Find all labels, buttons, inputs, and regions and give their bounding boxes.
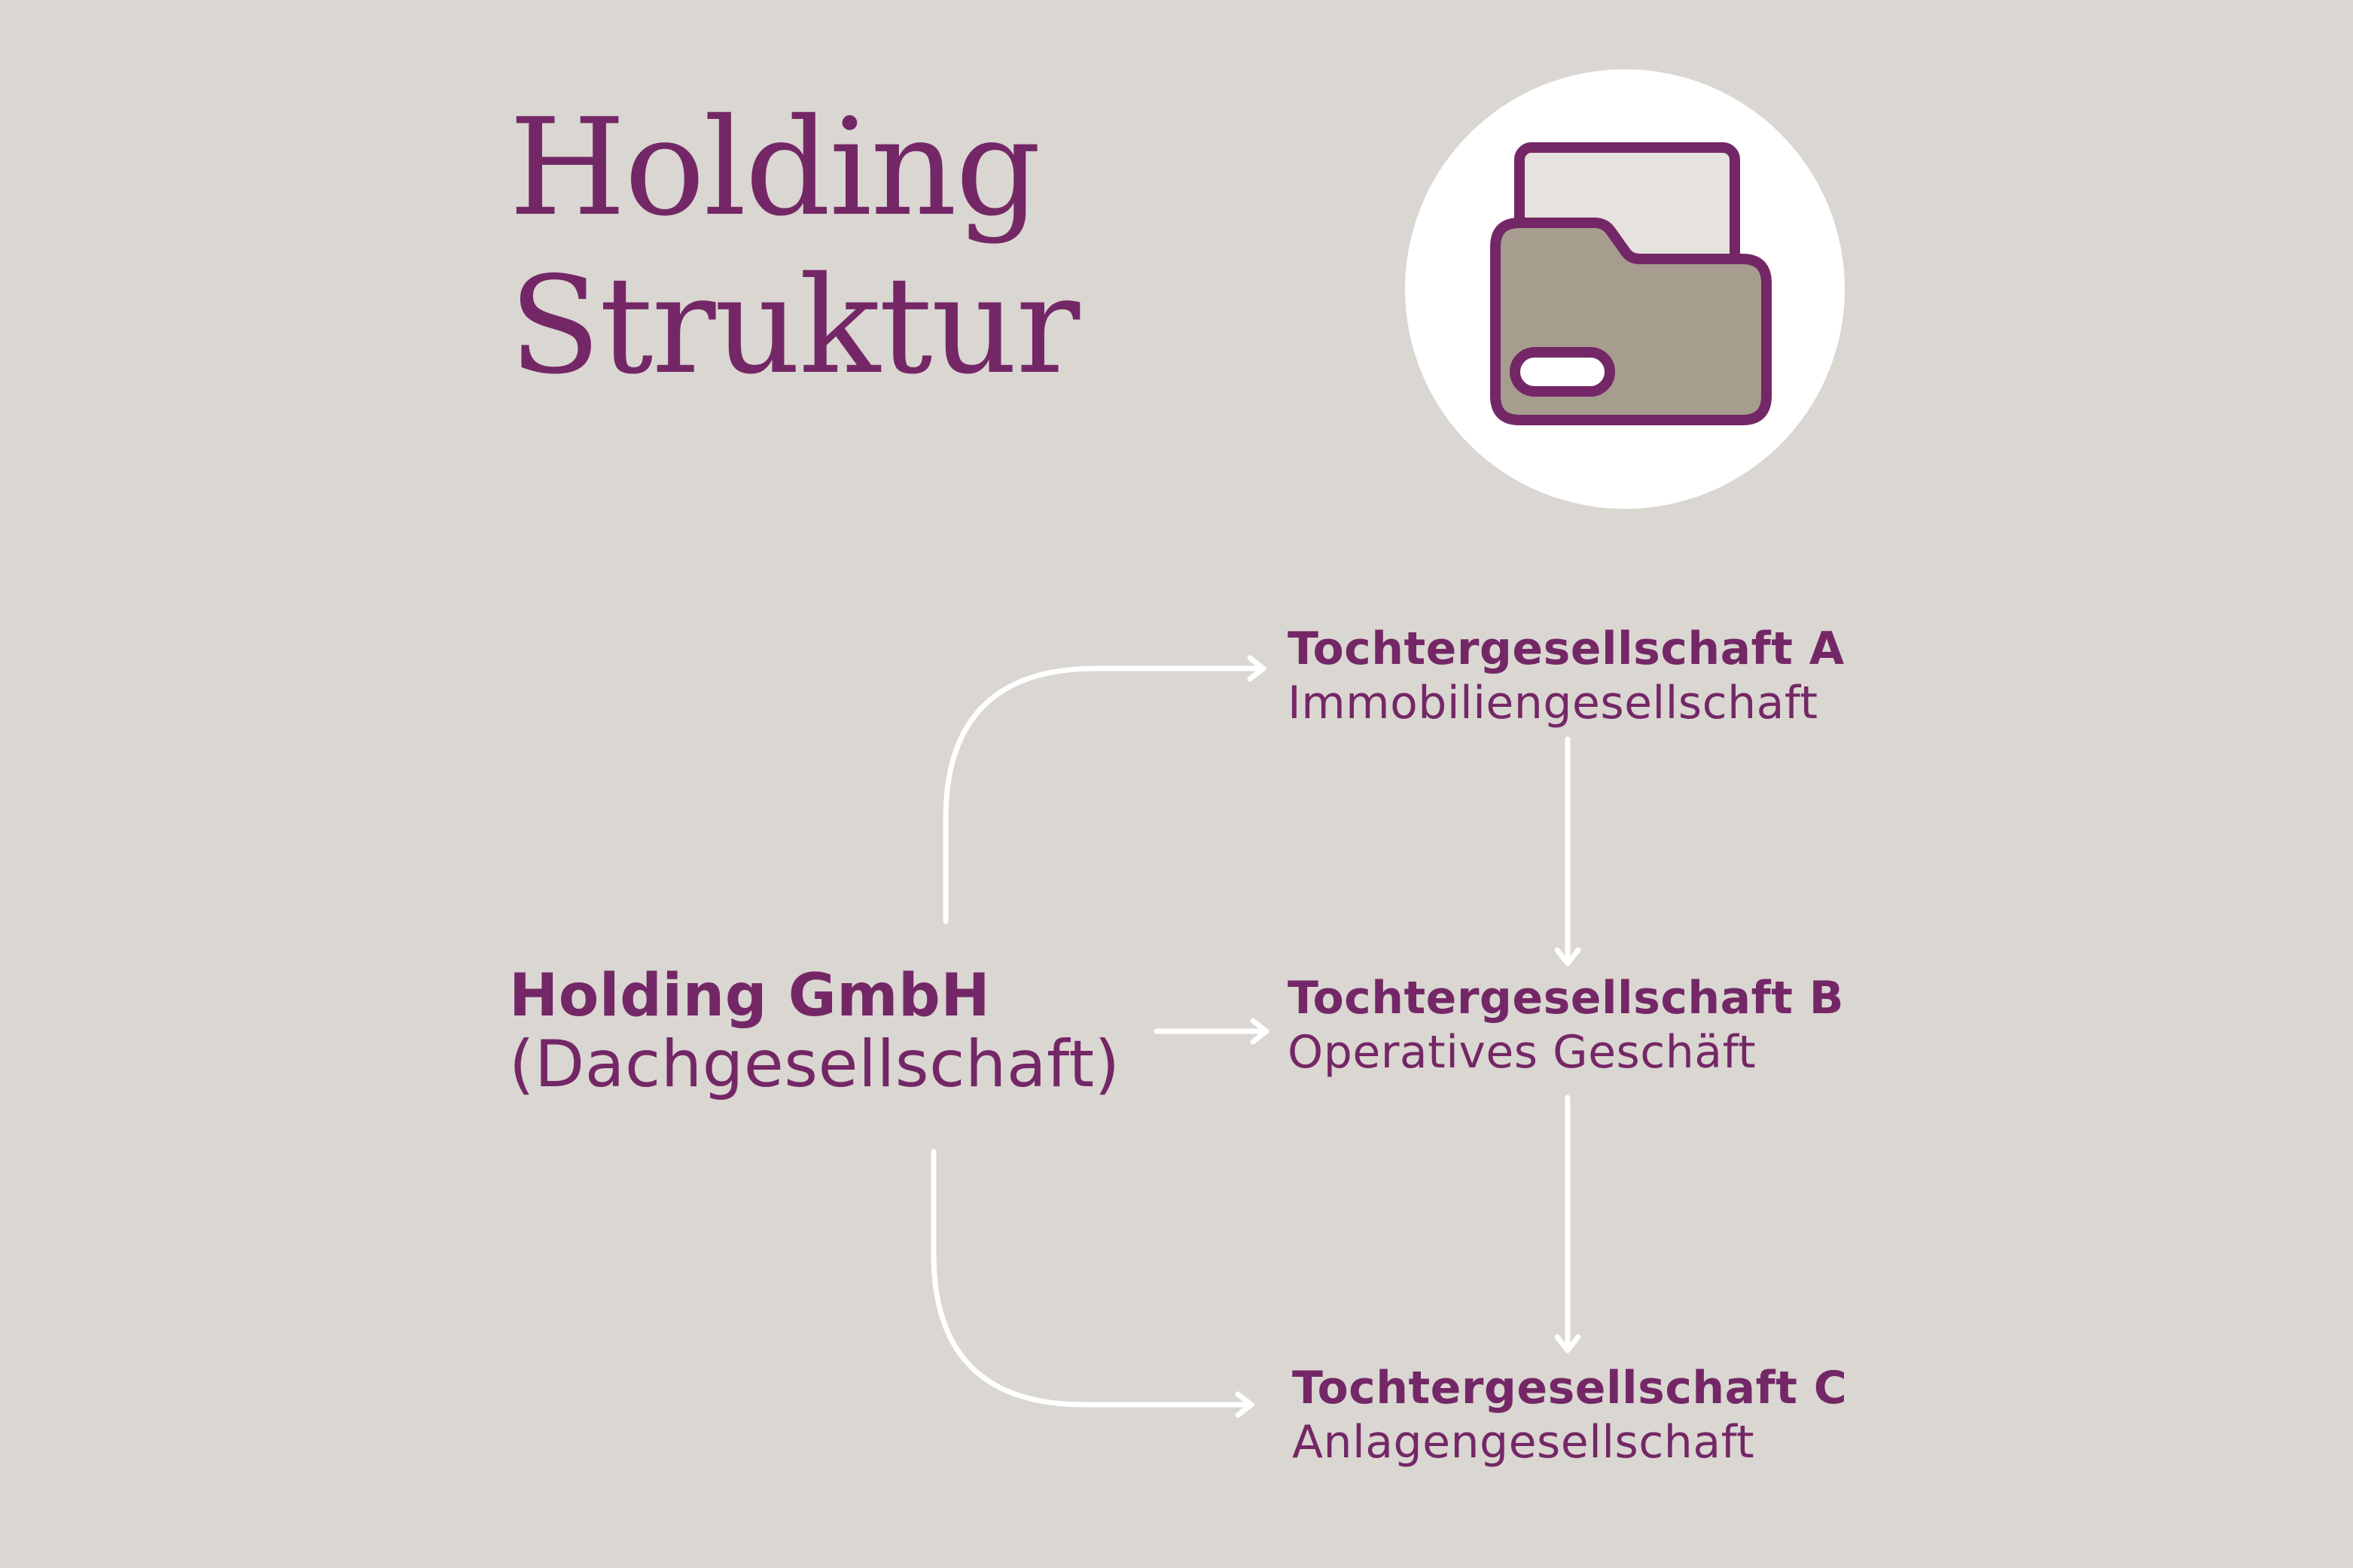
holding-node: Holding GmbH (Dachgesellschaft) bbox=[509, 962, 1120, 1099]
subsidiary-b-name: Tochtergesellschaft B bbox=[1288, 972, 1844, 1025]
folder-handle bbox=[1510, 347, 1615, 397]
subsidiary-node-c: Tochtergesellschaft C Anlagengesellschaf… bbox=[1292, 1361, 1847, 1469]
subsidiary-node-b: Tochtergesellschaft B Operatives Geschäf… bbox=[1288, 971, 1844, 1079]
connector-holding-to-a bbox=[943, 665, 1265, 924]
arrowhead-a bbox=[1247, 655, 1266, 682]
subsidiary-b-role: Operatives Geschäft bbox=[1288, 1026, 1757, 1079]
title-line-2: Struktur bbox=[509, 248, 1080, 403]
page-title: Holding Struktur bbox=[509, 89, 1080, 405]
arrowhead-c bbox=[1235, 1391, 1254, 1418]
subsidiary-c-role: Anlagengesellschaft bbox=[1292, 1416, 1755, 1469]
title-line-1: Holding bbox=[509, 90, 1041, 245]
holding-name: Holding GmbH bbox=[509, 962, 991, 1030]
subsidiary-a-role: Immobiliengesellschaft bbox=[1288, 677, 1818, 729]
folder-icon-badge bbox=[1405, 69, 1845, 509]
connector-holding-to-c bbox=[931, 1149, 1253, 1408]
holding-role: (Dachgesellschaft) bbox=[509, 1027, 1120, 1102]
arrowhead-b-to-c bbox=[1554, 1334, 1581, 1353]
subsidiary-a-name: Tochtergesellschaft A bbox=[1288, 623, 1845, 675]
arrowhead-a-to-b bbox=[1554, 947, 1581, 967]
arrowhead-b bbox=[1250, 1018, 1269, 1045]
folder-icon bbox=[1490, 142, 1772, 425]
subsidiary-c-name: Tochtergesellschaft C bbox=[1292, 1362, 1848, 1414]
subsidiary-node-a: Tochtergesellschaft A Immobiliengesellsc… bbox=[1288, 622, 1845, 730]
